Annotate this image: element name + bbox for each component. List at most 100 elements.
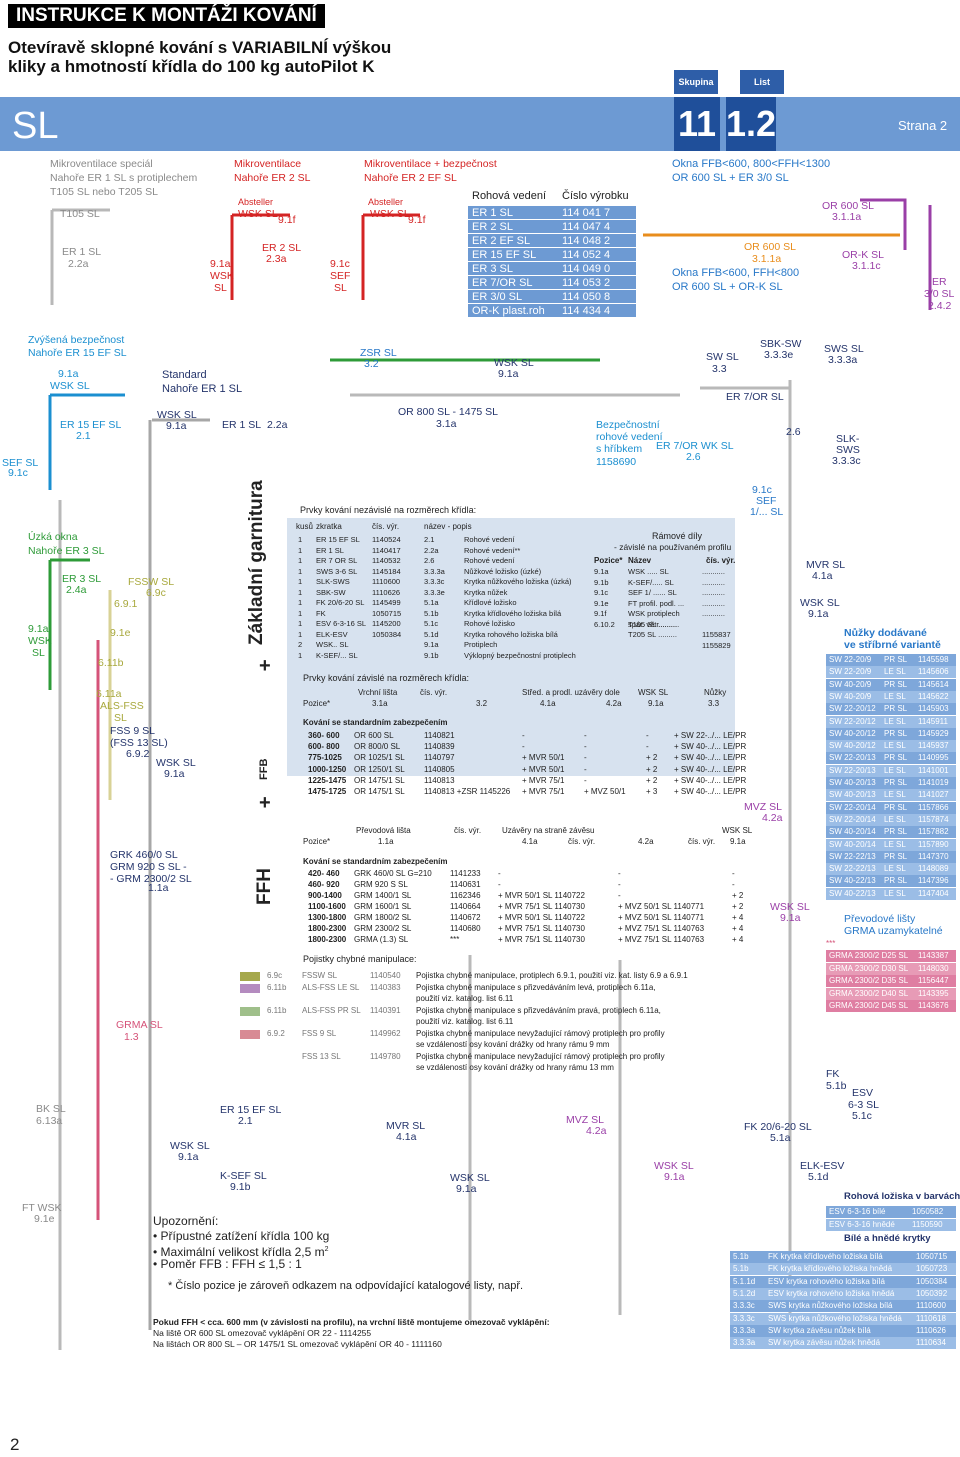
pojistky-cell: 6.9.2 — [267, 1028, 285, 1038]
grma-name: GRMA 2300/2 D25 SL — [829, 951, 909, 960]
zavisle-cell: + SW 40-../... LE/PR — [674, 775, 747, 785]
prevodove-title-2: GRMA uzamykatelné — [844, 925, 943, 937]
skupina-number: 11 — [674, 97, 720, 151]
pojistky-cell: ALS-FSS LE SL — [302, 982, 360, 992]
ramove-cell: SEF 1/ ...... SL — [628, 588, 677, 597]
sw-name: SW 22-20/12 — [829, 704, 876, 714]
sw-name: SW 22-20/13 — [829, 765, 876, 775]
list-number: 1.2 — [726, 97, 776, 151]
prevod-cell: *** — [450, 935, 460, 944]
nezav-cell: K-SEF/... SL — [316, 650, 358, 660]
sw-code: 1157866 — [918, 802, 949, 812]
sec3-p2: SEF — [330, 270, 351, 282]
ramove-cell: WSK protiplech — [628, 609, 680, 618]
sw-side: LE SL — [884, 691, 906, 701]
zavisle-cell: + 3 — [646, 787, 658, 796]
uzka-title-2: Nahoře ER 3 SL — [28, 545, 105, 557]
zavisle-cell: + 2 — [646, 764, 658, 774]
nezav-cell: 5.1a — [424, 598, 439, 607]
uzka-91e: 9.1e — [110, 627, 131, 639]
sws-label: SWS SL — [824, 343, 864, 355]
krytky-pos: 5.1.2d — [733, 1288, 756, 1298]
okna-title-1: Okna FFB<600, 800<FFH<1300 — [672, 158, 831, 170]
fssw-691: 6.9.1 — [114, 598, 138, 610]
sec3-wsk: WSK SL — [370, 208, 410, 220]
zavisle-cell: OR 1250/1 SL — [354, 764, 405, 774]
right-wsk: WSK SL — [800, 597, 840, 609]
bottom-er15-num: 2.1 — [238, 1115, 253, 1127]
nezav-cell: 9.1a — [424, 640, 439, 649]
krytky-code: 1050392 — [916, 1288, 948, 1298]
sw-name: SW 40-20/13 — [829, 790, 876, 800]
krytky-pos: 5.1b — [733, 1264, 749, 1274]
zavisle-cell: OR 800/0 SL — [354, 742, 401, 752]
krytky-code: 1110600 — [916, 1301, 946, 1311]
sw-num: 3.3 — [712, 363, 727, 375]
rohove-header-2: Číslo výrobku — [562, 190, 629, 202]
okna-title-3: Okna FFB<600, FFH<800 — [672, 267, 800, 279]
esv-label-2: 6-3 SL — [848, 1099, 879, 1111]
prevod-cell: GRK 460/0 SL G=210 — [354, 869, 432, 878]
zvysena-er15-num: 2.1 — [76, 430, 91, 442]
nezav-cell: Rohové vedení — [464, 535, 515, 544]
sw-side: PR SL — [884, 728, 908, 738]
sw-side: LE SL — [884, 667, 906, 677]
bottom-wsk2-num: 9.1a — [456, 1183, 477, 1195]
bottom-wsk: WSK SL — [170, 1140, 210, 1152]
uzka-sl: SL — [32, 647, 45, 659]
nezav-cell: 1110600 — [372, 577, 401, 586]
note-2: • Maximální velikost křídla 2,5 m2 — [153, 1245, 329, 1259]
rohove-header-1: Rohová vedení — [472, 190, 546, 202]
als-label-2: SL — [114, 712, 127, 724]
prevod-cell: 420- 460 — [308, 869, 340, 878]
pojistky-cell: 6.11b — [267, 982, 287, 992]
zvysena-title-1: Zvýšená bezpečnost — [28, 334, 125, 346]
nezav-cell: 1 — [298, 608, 303, 618]
sw-code: 1141027 — [918, 790, 949, 800]
zsr-num: 3.2 — [364, 358, 379, 370]
zavisle-pos: 9.1a — [648, 699, 664, 708]
nezav-cell: 1140532 — [372, 556, 401, 565]
sw-side: PR SL — [884, 876, 908, 886]
grma-code: 1143387 — [918, 951, 949, 960]
okna-or600-a: OR 600 SL — [822, 200, 874, 212]
sw-name: SW 22-22/13 — [829, 864, 876, 874]
sef-label: SEF — [756, 495, 777, 507]
pojistky-title: Pojistky chybné manipulace: — [303, 954, 417, 964]
nezav-cell: ER 1 SL — [316, 545, 344, 555]
zavisle-title: Prvky kování závislé na rozměrech křídla… — [303, 673, 470, 683]
prevod-cell: - — [498, 880, 501, 889]
bottom-mvz-num: 4.2a — [586, 1125, 607, 1137]
nezav-cell: 1050384 — [372, 629, 402, 639]
note-1: • Přípustné zatížení křídla 100 kg — [153, 1229, 330, 1243]
nezav-cell: 1050715 — [372, 608, 402, 618]
zavisle-cell: - — [584, 731, 587, 740]
nezav-cell: 1 — [298, 619, 303, 628]
nezav-cell: Nůžkové ložisko (úzké) — [464, 566, 542, 576]
ramove-cell: WSK ..... SL — [628, 567, 669, 576]
sw-name: SW 22-20/12 — [829, 716, 876, 726]
ramove-header: Pozice* — [594, 556, 623, 565]
right-mvz: MVZ SL — [744, 801, 782, 813]
esv-label: ESV — [852, 1087, 874, 1099]
standard-title-2: Nahoře ER 1 SL — [162, 383, 243, 395]
fk-num: 5.1b — [826, 1080, 847, 1092]
nezav-cell: Rohové ložisko — [464, 619, 515, 628]
standard-wsk: WSK SL — [157, 409, 197, 421]
zavisle-cell: 1140821 — [424, 731, 455, 740]
zavisle-pozice: Pozice* — [303, 699, 331, 708]
er2-corner-drawing — [230, 213, 290, 300]
or800-num: 3.1a — [436, 418, 457, 430]
krytky-pos: 3.3.3c — [733, 1313, 755, 1323]
nezavisle-panel — [287, 518, 735, 776]
krytky-name: SW krytka závěsu nůžek bílá — [768, 1325, 871, 1335]
zavisle-cell: + SW 40-../... LE/PR — [674, 742, 747, 752]
nezav-cell: Výklopný bezpečnostní protiplech — [464, 650, 576, 660]
